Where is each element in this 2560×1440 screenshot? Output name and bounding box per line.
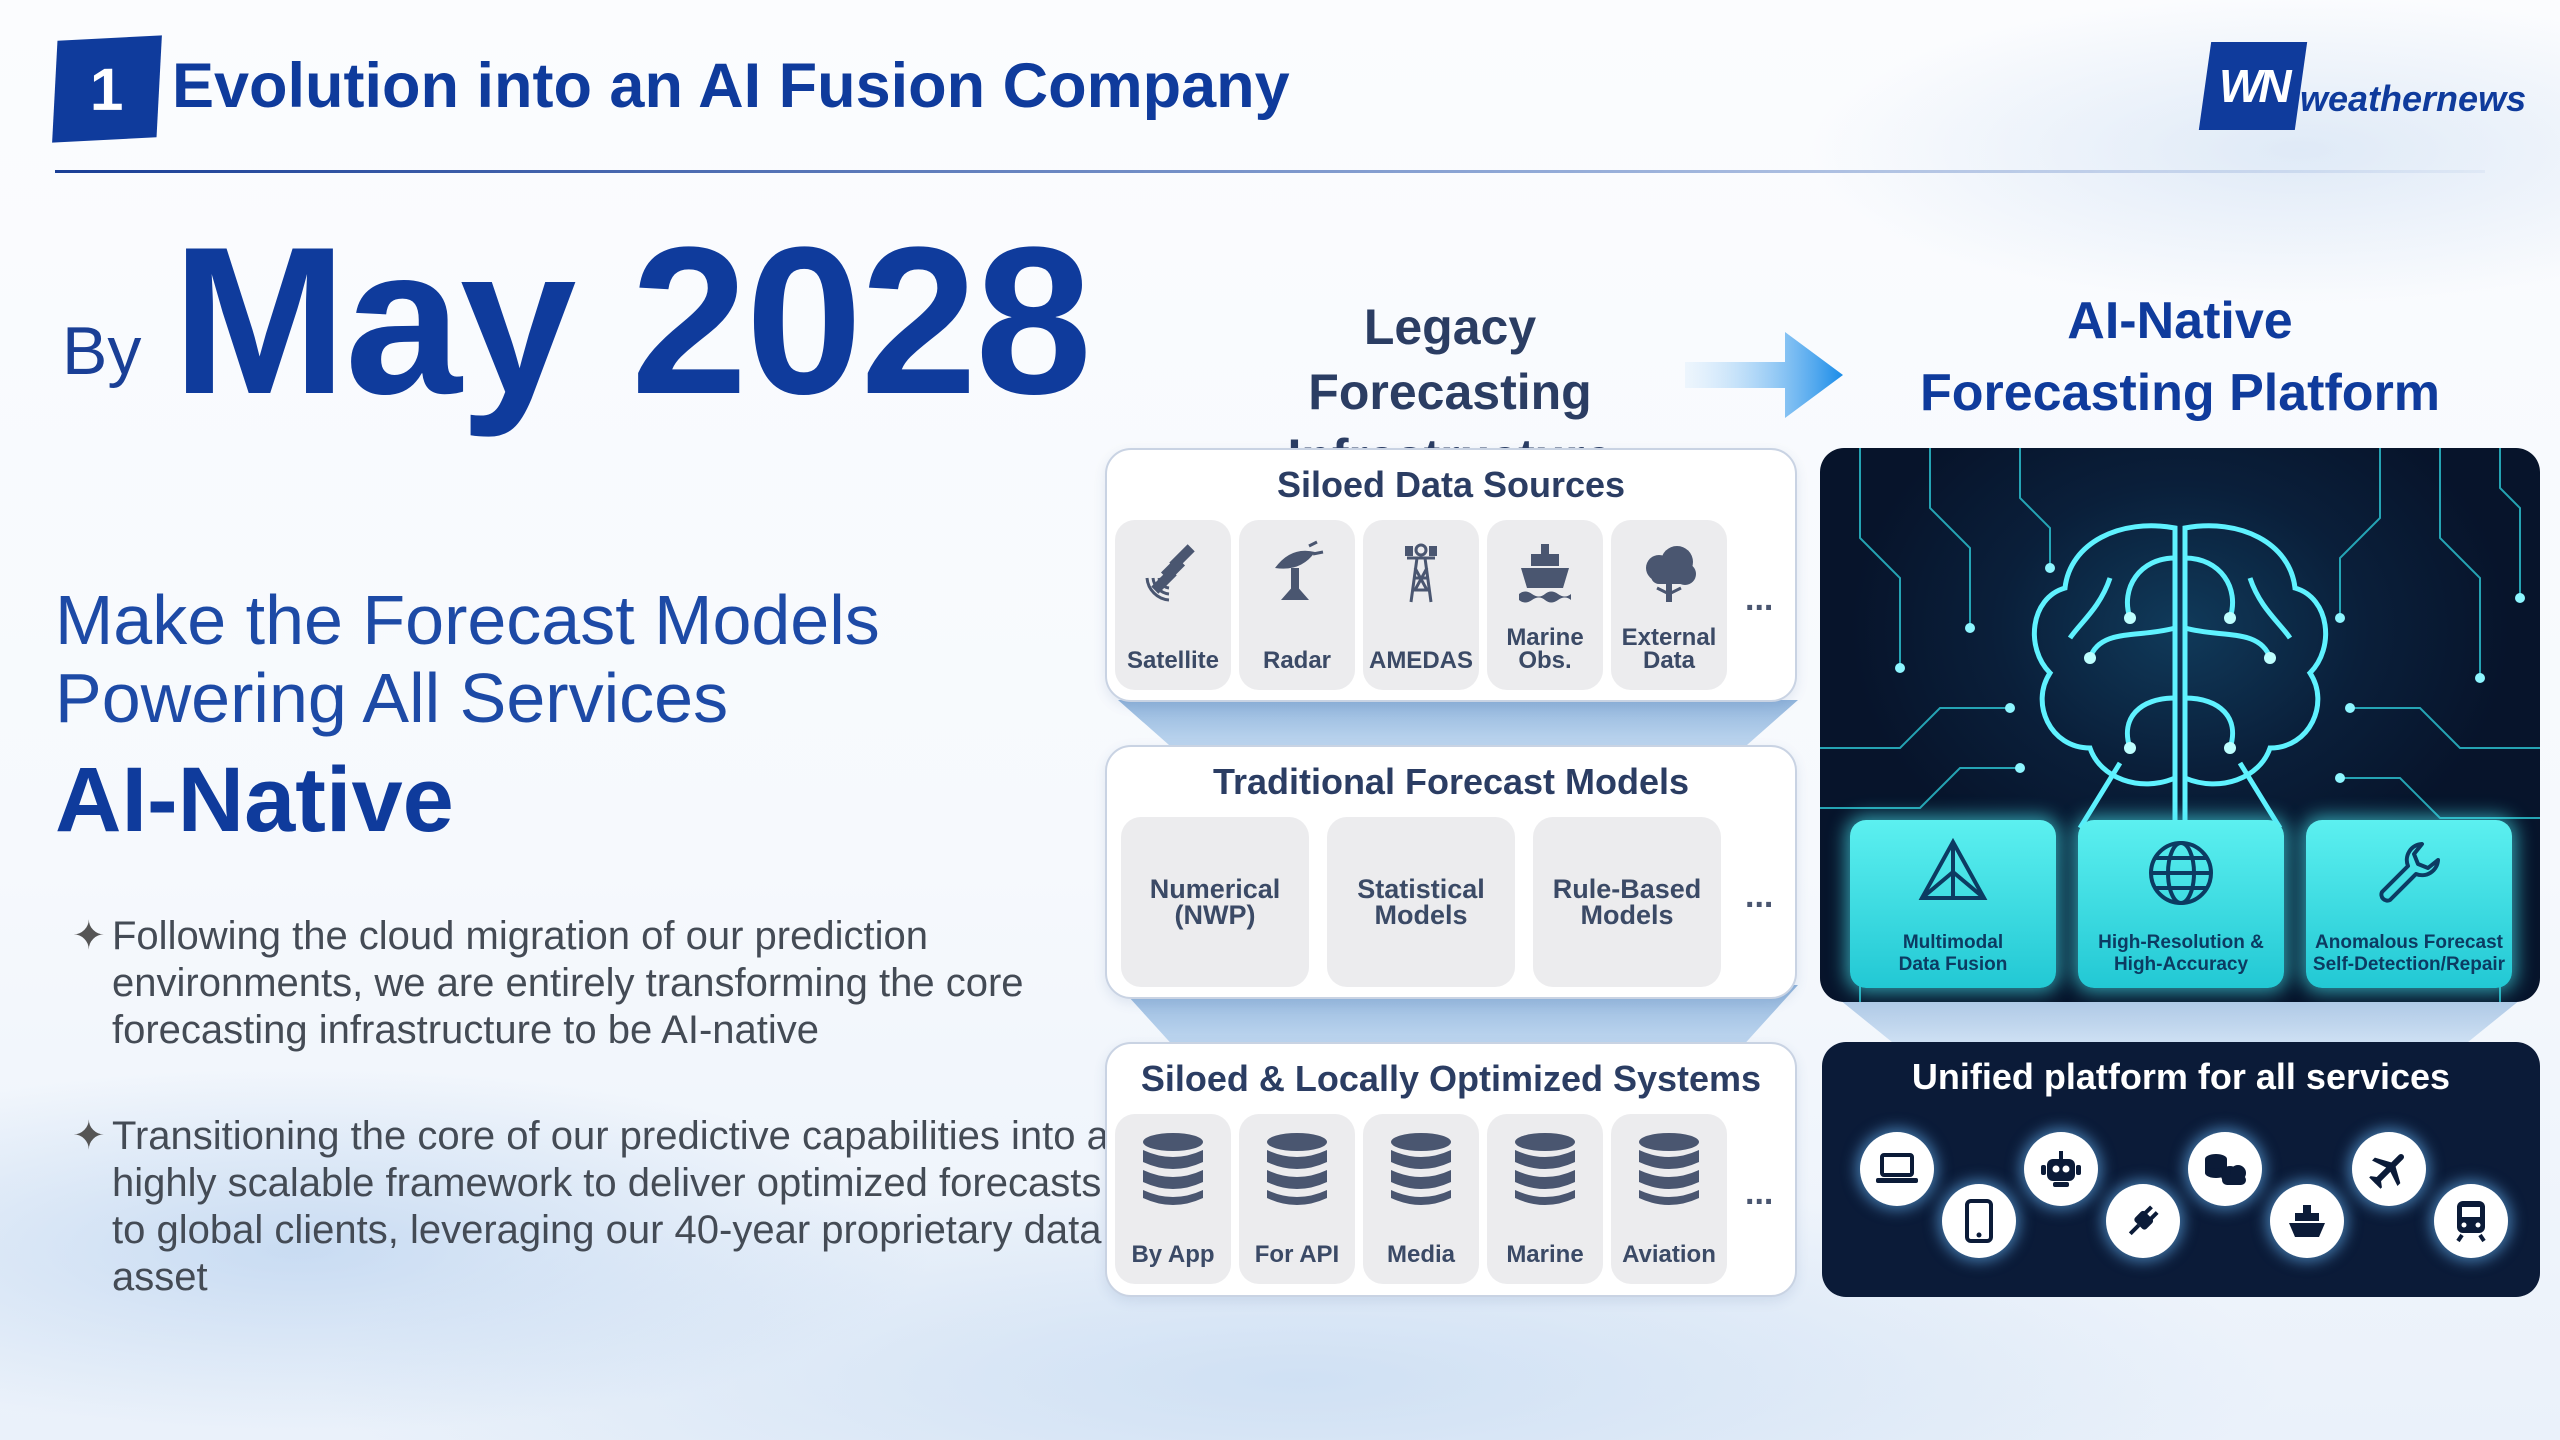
ai-native-heading: AI-Native — [55, 749, 454, 851]
train-icon — [2434, 1184, 2508, 1258]
page-title: Evolution into an AI Fusion Company — [172, 51, 1290, 121]
ai-native-platform-panel: Multimodal Data Fusion High-Resolution &… — [1820, 448, 2540, 1002]
tile-label: External Data — [1621, 624, 1717, 674]
by-label: By — [62, 313, 142, 389]
weather-station-icon — [1405, 543, 1437, 603]
weathernews-logo-text: weathernews — [2300, 78, 2527, 119]
tile-label: Rule-Based Models — [1552, 874, 1702, 930]
cloud-tree-icon — [1646, 546, 1696, 602]
tile-marine-obs: Marine Obs. — [1487, 520, 1603, 690]
laptop-icon — [1860, 1132, 1934, 1206]
database-icon — [1391, 1133, 1451, 1205]
tile-label: AMEDAS — [1368, 647, 1473, 674]
capability-label: Anomalous Forecast Self-Detection/Repair — [2312, 932, 2506, 975]
tile-numerical-nwp: Numerical (NWP) — [1121, 817, 1309, 987]
unified-platform-title: Unified platform for all services — [1911, 1056, 2451, 1097]
tile-rule-based-models: Rule-Based Models — [1533, 817, 1721, 987]
airplane-icon — [2352, 1132, 2426, 1206]
panel-title: Traditional Forecast Models — [1212, 761, 1690, 802]
tile-satellite: Satellite — [1115, 520, 1231, 690]
plug-icon — [2106, 1184, 2180, 1258]
section-number-badge: 1 — [52, 35, 162, 143]
database-icon — [1143, 1133, 1203, 1205]
weathernews-logo-mark: WN — [2198, 42, 2308, 130]
siloed-systems-panel: Siloed & Locally Optimized Systems By Ap… — [1105, 1042, 1797, 1297]
star-bullet-icon: ✦ — [72, 1114, 106, 1158]
tile-amedas: AMEDAS — [1363, 520, 1479, 690]
capability-label: Multimodal Data Fusion — [1898, 932, 2008, 975]
transition-arrow-icon — [1685, 332, 1843, 418]
tile-label: Radar — [1262, 647, 1332, 674]
satellite-icon — [1145, 544, 1195, 602]
prism-icon — [1918, 838, 1988, 900]
tile-label: By App — [1131, 1241, 1215, 1268]
more-indicator: ... — [1745, 1174, 1774, 1212]
tile-label: Marine — [1506, 1241, 1584, 1268]
ship-icon — [1519, 544, 1571, 603]
capability-label: High-Resolution & High-Accuracy — [2098, 932, 2264, 975]
tile-label: Marine Obs. — [1506, 624, 1584, 674]
capability-high-resolution: High-Resolution & High-Accuracy — [2078, 820, 2284, 988]
cloud-data-icon — [2188, 1132, 2262, 1206]
tile-label: For API — [1254, 1241, 1340, 1268]
tile-marine: Marine — [1487, 1114, 1603, 1284]
section-number: 1 — [90, 55, 124, 123]
target-date: May 2028 — [172, 203, 1092, 438]
bullet-text: Transitioning the core of our predictive… — [112, 1114, 1109, 1299]
tile-aviation: Aviation — [1611, 1114, 1727, 1284]
robot-icon — [2024, 1132, 2098, 1206]
database-icon — [1515, 1133, 1575, 1205]
mission-line-2: Powering All Services — [55, 659, 729, 737]
layer-connector — [1840, 1000, 2520, 1044]
tile-label: Numerical (NWP) — [1149, 874, 1281, 930]
more-indicator: ... — [1745, 877, 1774, 915]
globe-icon — [2149, 841, 2213, 905]
radar-icon — [1275, 540, 1324, 600]
tile-radar: Radar — [1239, 520, 1355, 690]
smartphone-icon — [1942, 1184, 2016, 1258]
bullet-point: ✦ Following the cloud migration of our p… — [72, 913, 1112, 1054]
legacy-title-line-1: Legacy Forecasting — [1308, 299, 1592, 420]
header-divider — [55, 170, 2485, 173]
tile-label: Statistical Models — [1357, 874, 1485, 930]
tile-by-app: By App — [1115, 1114, 1231, 1284]
bullet-point: ✦ Transitioning the core of our predicti… — [72, 1113, 1112, 1301]
tile-label: Satellite — [1126, 647, 1220, 674]
ai-brain-circuit-icon — [1820, 448, 2540, 1002]
database-icon — [1639, 1133, 1699, 1205]
tile-for-api: For API — [1239, 1114, 1355, 1284]
panel-title: Siloed & Locally Optimized Systems — [1140, 1058, 1762, 1099]
layer-connector — [1118, 700, 1798, 748]
more-indicator: ... — [1745, 580, 1774, 618]
unified-platform-panel: Unified platform for all services — [1822, 1042, 2540, 1297]
ship-icon — [2270, 1184, 2344, 1258]
panel-title: Siloed Data Sources — [1276, 464, 1626, 505]
database-icon — [1267, 1133, 1327, 1205]
tile-statistical-models: Statistical Models — [1327, 817, 1515, 987]
capability-anomaly-self-repair: Anomalous Forecast Self-Detection/Repair — [2306, 820, 2512, 988]
ai-title-line-2: Forecasting Platform — [1919, 364, 2441, 422]
bullet-text: Following the cloud migration of our pre… — [112, 914, 1024, 1052]
mission-line-1: Make the Forecast Models — [55, 581, 880, 659]
tile-external-data: External Data — [1611, 520, 1727, 690]
logo-mark-text: WN — [2218, 60, 2288, 112]
ai-native-platform-title: AI-Native Forecasting Platform — [1880, 285, 2480, 429]
siloed-data-sources-panel: Siloed Data Sources Satellite Radar AMED… — [1105, 448, 1797, 702]
tile-label: Media — [1386, 1241, 1455, 1268]
wrench-icon — [2379, 842, 2440, 903]
traditional-forecast-models-panel: Traditional Forecast Models Numerical (N… — [1105, 745, 1797, 999]
ai-title-line-1: AI-Native — [2067, 292, 2293, 350]
tile-label: Aviation — [1622, 1241, 1716, 1268]
tile-media: Media — [1363, 1114, 1479, 1284]
star-bullet-icon: ✦ — [72, 914, 106, 958]
capability-multimodal-fusion: Multimodal Data Fusion — [1850, 820, 2056, 988]
